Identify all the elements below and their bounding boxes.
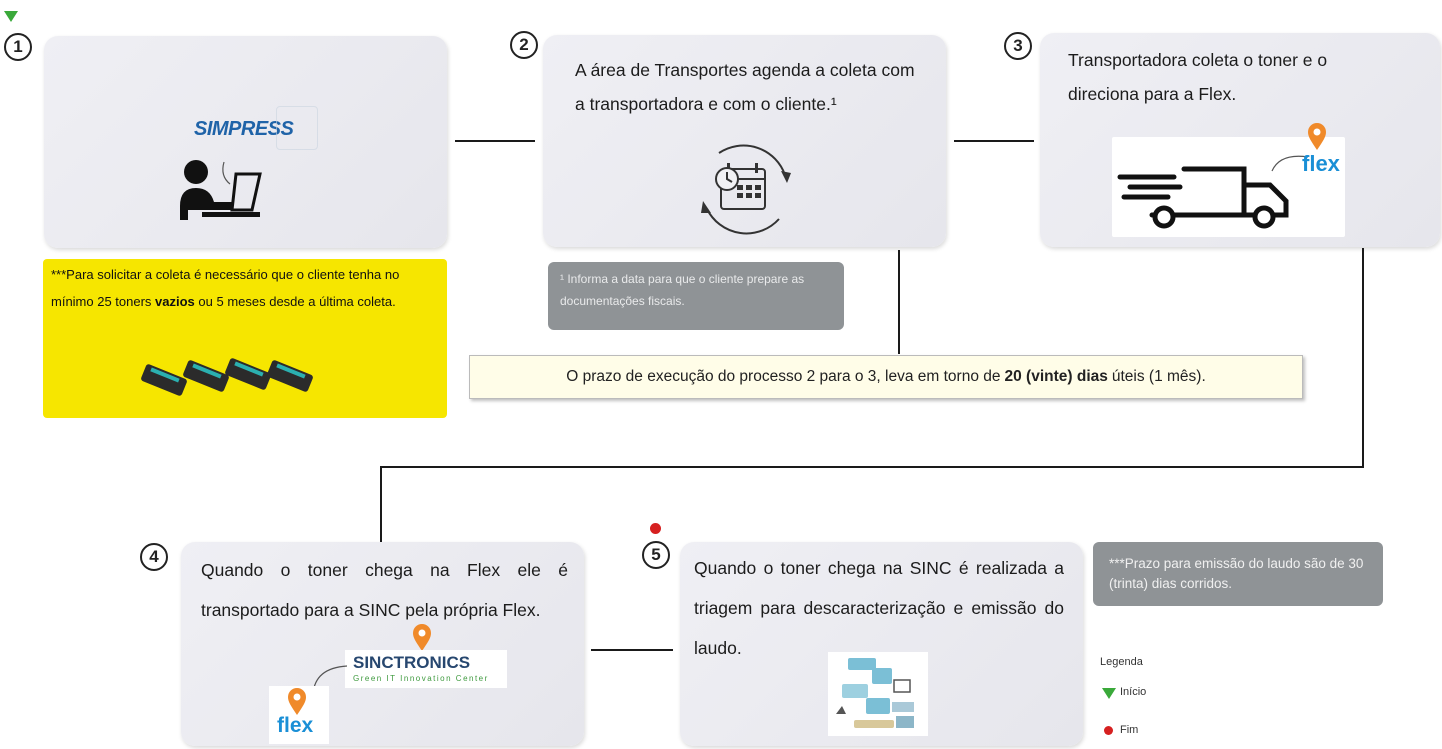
step-4-card: Quando o toner chega na Flex ele é trans… bbox=[181, 542, 584, 746]
step-5-number: 5 bbox=[642, 541, 670, 569]
step-4-number: 4 bbox=[140, 543, 168, 571]
legend-title: Legenda bbox=[1100, 656, 1143, 668]
simpress-logo: SIMPRESS bbox=[194, 106, 329, 150]
end-marker-icon bbox=[650, 523, 661, 534]
legend-end-icon bbox=[1104, 726, 1113, 735]
step-2-text: A área de Transportes agenda a coleta co… bbox=[575, 60, 915, 114]
toner-cartridges-icon bbox=[141, 358, 313, 396]
step-5-text: Quando o toner chega na SINC é realizada… bbox=[694, 558, 1064, 658]
flex-logo-step4: flex bbox=[277, 714, 314, 737]
connector-3-down bbox=[1362, 248, 1364, 468]
connector-3-4-horizontal bbox=[380, 466, 1364, 468]
step-5-card: Quando o toner chega na SINC é realizada… bbox=[680, 542, 1083, 746]
fiscal-docs-footnote: ¹ Informa a data para que o cliente prep… bbox=[548, 262, 844, 330]
person-laptop-icon bbox=[180, 160, 262, 220]
step-3-card: Transportadora coleta o toner e o direci… bbox=[1040, 33, 1440, 247]
connector-4-down bbox=[380, 466, 382, 542]
flex-logo: flex bbox=[1302, 151, 1340, 176]
step-1-number: 1 bbox=[4, 33, 32, 61]
connector-1-2 bbox=[455, 140, 535, 142]
legend-start-icon bbox=[1102, 688, 1116, 699]
connector-4-5 bbox=[591, 649, 673, 651]
legend-end-label: Fim bbox=[1120, 724, 1139, 736]
start-marker-icon bbox=[4, 11, 18, 22]
legend-start-label: Início bbox=[1120, 686, 1147, 698]
sinctronics-logo: SINCTRONICS Green IT Innovation Center bbox=[345, 650, 507, 688]
step-4-text: Quando o toner chega na Flex ele é trans… bbox=[201, 560, 568, 620]
step-1-card: SIMPRESS bbox=[44, 36, 447, 248]
laudo-deadline-note: ***Prazo para emissão do laudo são de 30… bbox=[1093, 542, 1383, 606]
deadline-connector bbox=[898, 250, 900, 354]
flex-connector-curve bbox=[1271, 155, 1309, 172]
triage-process-icon bbox=[836, 658, 914, 728]
schedule-cycle-icon bbox=[701, 144, 791, 235]
toner-requirement-note: ***Para solicitar a coleta é necessário … bbox=[43, 259, 447, 418]
flex-pin-icon bbox=[288, 688, 306, 715]
flex-location-pin-icon bbox=[1308, 123, 1326, 150]
legend: Legenda Início Fim bbox=[1094, 648, 1164, 744]
step-3-number: 3 bbox=[1004, 32, 1032, 60]
deadline-banner: O prazo de execução do processo 2 para o… bbox=[469, 355, 1303, 399]
step-2-number: 2 bbox=[510, 31, 538, 59]
connector-2-3 bbox=[954, 140, 1034, 142]
step-2-card: A área de Transportes agenda a coleta co… bbox=[543, 35, 946, 247]
sinctronics-location-pin-icon bbox=[413, 624, 431, 651]
delivery-truck-icon bbox=[1117, 166, 1289, 229]
step-3-text: Transportadora coleta o toner e o direci… bbox=[1068, 50, 1328, 104]
